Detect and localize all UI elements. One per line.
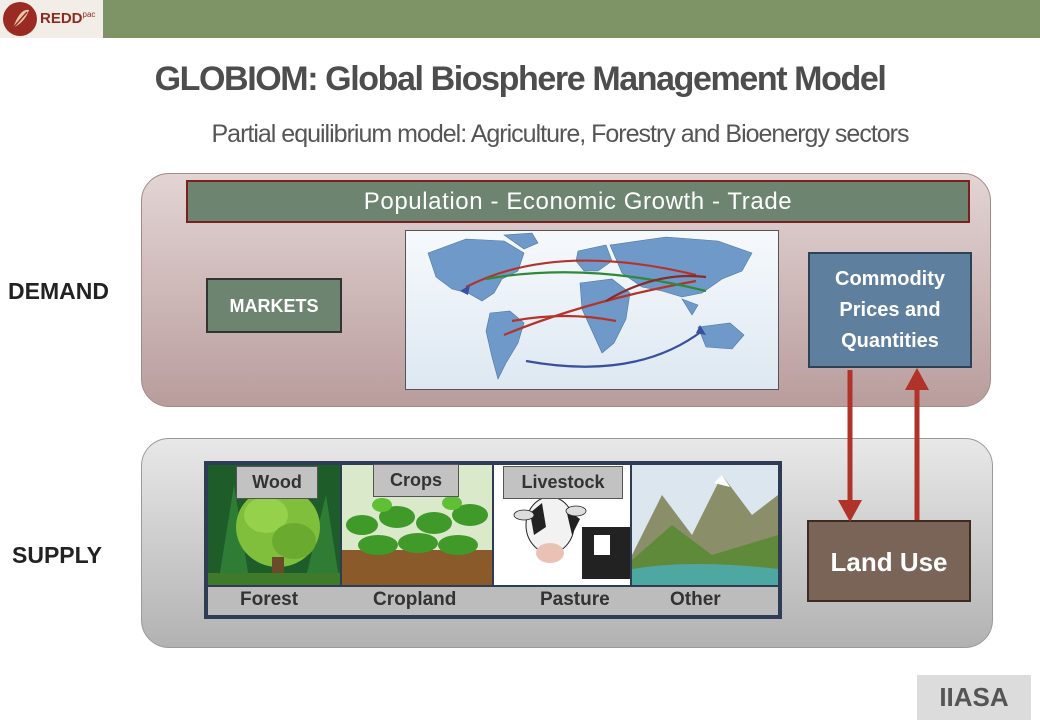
commodity-prices-box: Commodity Prices and Quantities: [808, 252, 972, 368]
iiasa-logo: IIASA: [917, 675, 1031, 720]
other-land-image: [632, 465, 778, 585]
commodity-line-3: Quantities: [841, 330, 939, 352]
commodity-line-2: Prices and: [839, 299, 941, 321]
land-types-labels: Forest Cropland Pasture Other: [208, 587, 778, 615]
tag-livestock: Livestock: [503, 466, 623, 499]
logo-superscript: pac: [82, 10, 96, 19]
label-other: Other: [670, 589, 721, 610]
redd-pac-logo: REDDpac: [0, 0, 103, 38]
demand-label: DEMAND: [8, 278, 109, 304]
label-cropland: Cropland: [373, 589, 457, 610]
population-trade-banner: Population - Economic Growth - Trade: [186, 180, 970, 223]
tag-crops: Crops: [373, 464, 459, 497]
page-subtitle: Partial equilibrium model: Agriculture, …: [211, 120, 909, 148]
supply-label: SUPPLY: [12, 542, 102, 568]
redd-leaf-icon: [3, 2, 37, 36]
label-forest: Forest: [240, 589, 299, 610]
page-title: GLOBIOM: Global Biosphere Management Mod…: [154, 60, 887, 98]
world-map-image: [427, 232, 753, 380]
label-pasture: Pasture: [540, 589, 610, 610]
tag-wood: Wood: [236, 466, 318, 499]
markets-box: MARKETS: [206, 278, 342, 333]
commodity-line-1: Commodity: [835, 268, 945, 290]
world-trade-map: [405, 230, 779, 390]
land-use-box: Land Use: [807, 520, 971, 602]
logo-text: REDD: [40, 10, 83, 27]
forest-image: [208, 465, 340, 585]
header-bar: [0, 0, 1040, 38]
